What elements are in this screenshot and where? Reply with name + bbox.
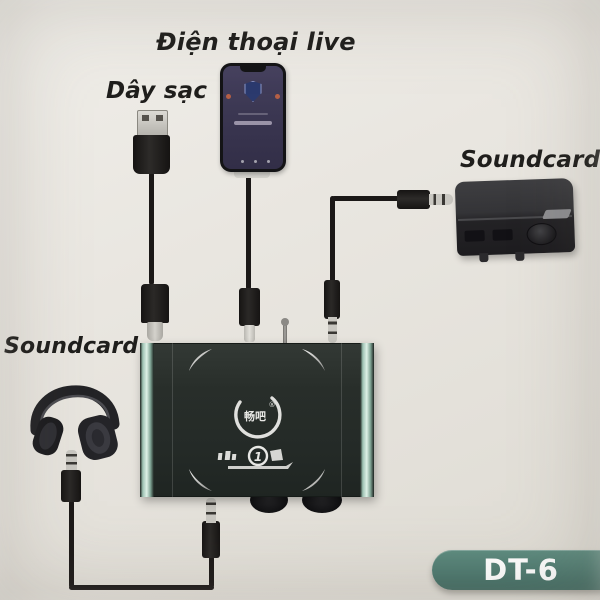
nav-dot-icon [241,160,244,163]
shield-icon [244,81,262,102]
soundcard-foot [479,252,489,263]
blade-icon [189,349,212,371]
aux-cable-left-vertical [69,500,74,588]
lightning-cable [246,176,251,290]
smartphone [220,63,286,172]
headphones [30,385,120,460]
aux-jack-plug-headphone [61,470,81,502]
usb-a-plug-body [133,135,170,174]
aux-cable-right-vertical [330,196,335,283]
lightning-plug-tip [244,325,255,342]
series-logo: 1 [217,445,293,469]
usb-a-plug [137,110,168,138]
usb-cable [149,172,154,285]
usb-a-hole [156,115,163,121]
earcup-left [32,416,64,456]
phone-bottom-adapter [234,170,270,178]
aux-jack-plug-up [202,521,220,558]
charge-cable-label: Dây sạc [106,78,208,104]
usb-c-plug [141,284,169,323]
series-circle-icon [247,445,269,467]
blade-icon [302,469,325,491]
aux-jack-tip-right [429,194,453,205]
screen-button-bar [234,121,272,125]
lightning-plug [239,288,260,326]
nav-dot-icon [254,160,257,163]
soundcard-accent [542,209,572,220]
crescent-logo-icon [234,396,282,439]
mixer-device: 畅吧 ® 1 [140,343,374,497]
screen-left-icon [226,94,231,99]
device-antenna-cap [281,318,289,326]
blade-icon [189,469,212,491]
soundcard-port [464,230,485,242]
aux-jack-plug-right [397,190,430,209]
device-face-art: 畅吧 ® 1 [189,349,325,491]
aux-jack-tip-headphone [66,450,77,472]
device-left-edge [140,343,154,497]
usb-a-hole [142,115,149,121]
aux-jack-plug-down [324,280,340,319]
soundcard-box [454,177,576,263]
model-badge: DT-6 [432,550,600,590]
headband [30,385,120,436]
aux-cable-up-vertical [209,556,214,588]
device-antenna-pin [283,323,287,344]
registered-mark: ® [269,401,276,409]
soundcard-left-label: Soundcard [4,334,139,359]
blade-icon [302,349,325,371]
headband-inner [39,394,111,430]
screen-text-line [238,113,268,115]
soundcard-port [492,229,513,241]
usb-c-plug-tip [147,322,163,341]
phone-notch [240,66,266,72]
soundcard-knob [526,222,557,246]
aux-cable-bottom-horizontal [69,585,214,590]
brand-text: 畅吧 [244,409,266,423]
aux-jack-tip-up [206,498,216,523]
series-number: 1 [254,450,262,464]
model-badge-text: DT-6 [483,553,559,587]
phone-label: Điện thoại live [156,28,356,56]
device-seam [341,343,342,497]
soundcard-foot [515,251,525,262]
aux-cable-right-horizontal [332,196,400,201]
device-right-edge [360,343,374,497]
nav-dot-icon [267,160,270,163]
soundcard-right-label: Soundcard [460,147,600,173]
earcup-right [77,415,118,460]
device-seam [172,343,173,497]
phone-screen [223,66,283,169]
screen-right-icon [275,94,280,99]
aux-jack-tip-down [328,317,337,343]
